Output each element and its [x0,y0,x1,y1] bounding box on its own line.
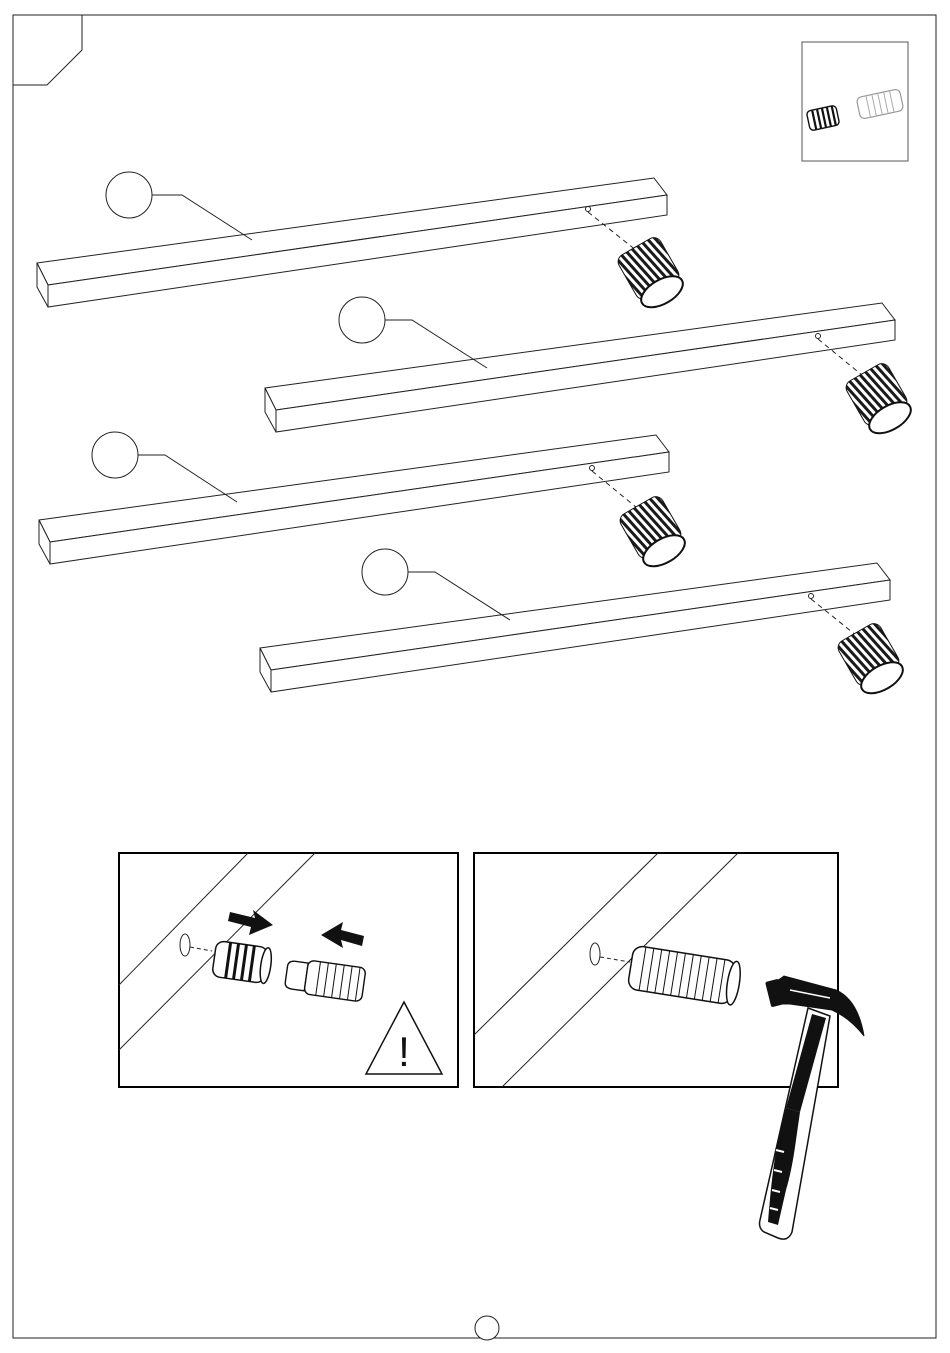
callout-4 [362,549,510,620]
threaded-insert-4 [835,621,909,700]
callout-2 [339,297,487,368]
page-number-badge [475,1316,499,1340]
threaded-insert-2 [843,361,917,440]
detail-panel-right [474,853,838,1087]
warning-mark: ! [398,1028,410,1075]
callout-1 [106,172,252,240]
threaded-insert-3 [617,494,691,573]
parts-box [802,42,908,161]
threaded-insert-1 [615,235,689,314]
rail-4 [260,563,890,692]
step-number-tab [13,15,82,85]
detail-panel-left: ! [119,853,458,1087]
callout-3 [92,432,237,502]
